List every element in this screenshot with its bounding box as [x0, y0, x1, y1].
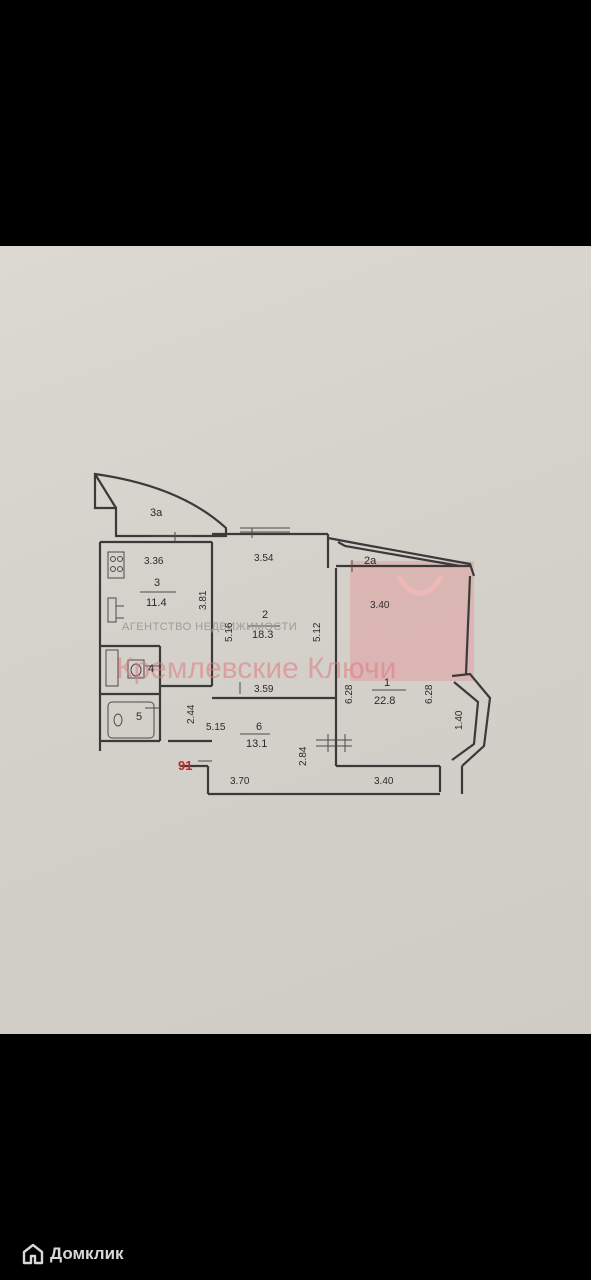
vertical-dimensions: 3.81 5.16 5.12 6.28 6.28 1.40 2.44 2.84: [186, 590, 465, 766]
stove-icon: [107, 551, 125, 579]
fixtures: [105, 527, 406, 762]
dim-5-15: 5.15: [206, 722, 226, 733]
walls: [93, 472, 492, 796]
kitchen-sink-icon: [107, 597, 117, 623]
footer-brand-text: Домклик: [50, 1244, 124, 1263]
room-1-number: 1: [384, 677, 390, 689]
watermark-logo-block: [350, 561, 474, 681]
dim-1-40: 1.40: [454, 710, 465, 730]
bathtub-icon: [107, 701, 155, 739]
dim-3-54: 3.54: [254, 553, 274, 564]
room-3-area: 11.4: [146, 597, 167, 609]
floor-plan-photo: АГЕНТСТВО НЕДВИЖИМОСТИ Кремлевские Ключи…: [0, 246, 591, 1034]
room-4-number: 4: [148, 663, 154, 675]
dim-3-81: 3.81: [198, 590, 209, 610]
dim-5-16: 5.16: [224, 622, 235, 642]
dim-2-44: 2.44: [186, 704, 197, 724]
dim-6-28-right: 6.28: [424, 684, 435, 704]
dim-6-28-left: 6.28: [344, 684, 355, 704]
room-6-area: 13.1: [246, 738, 267, 750]
watermark-logo-arc: [395, 574, 445, 596]
room-3a-label: 3a: [150, 507, 163, 519]
watermark-brand-text: Кремлевские Ключи: [116, 652, 396, 685]
room-1-area: 22.8: [374, 695, 395, 707]
dim-3-36: 3.36: [144, 556, 164, 567]
apartment-number: 91: [178, 758, 192, 773]
home-logo-icon: [22, 1243, 44, 1265]
dim-3-59: 3.59: [254, 684, 274, 695]
dim-3-70: 3.70: [230, 776, 250, 787]
dim-3-40-bottom: 3.40: [374, 776, 394, 787]
room-5-number: 5: [136, 711, 142, 723]
room-6-number: 6: [256, 721, 262, 733]
watermark-agency-text: АГЕНТСТВО НЕДВИЖИМОСТИ: [122, 621, 297, 633]
dim-5-12: 5.12: [312, 622, 323, 642]
floor-plan-drawing: АГЕНТСТВО НЕДВИЖИМОСТИ Кремлевские Ключи…: [93, 472, 492, 796]
footer-brand[interactable]: Домклик: [22, 1240, 124, 1268]
room-2a-label: 2a: [364, 555, 377, 567]
toilet-icon: [127, 659, 145, 679]
room-2-number: 2: [262, 609, 268, 621]
dim-3-40-top: 3.40: [370, 600, 390, 611]
dim-2-84: 2.84: [298, 746, 309, 766]
room-2-area: 18.3: [252, 629, 273, 641]
room-3-number: 3: [154, 577, 160, 589]
